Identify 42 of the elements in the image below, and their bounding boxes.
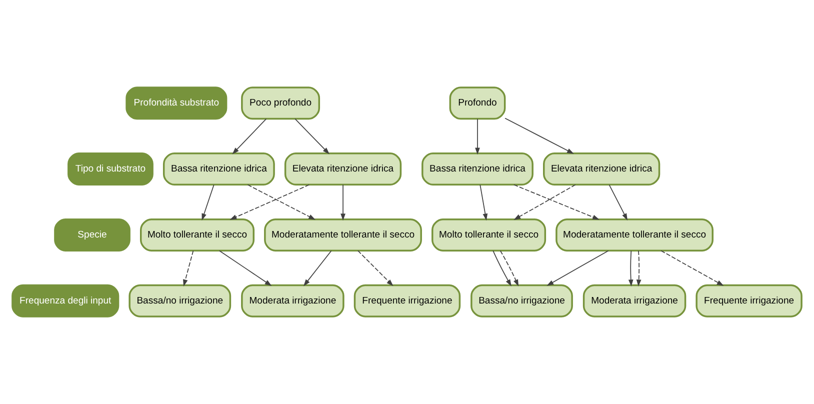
node-box: Bassa ritenzione idrica <box>422 152 534 186</box>
arrow <box>202 184 214 221</box>
node-box: Elevata ritenzione idrica <box>284 152 402 186</box>
arrow <box>636 250 642 287</box>
arrow <box>475 118 480 155</box>
node-box: Specie <box>54 218 130 252</box>
arrow <box>340 184 346 221</box>
arrow <box>660 250 724 286</box>
node-box: Elevata ritenzione idrica <box>543 152 660 186</box>
arrow <box>480 184 488 221</box>
node-box: Molto tollerante il secco <box>140 218 255 252</box>
node-box: Moderata irrigazione <box>241 284 344 318</box>
node-box: Molto tollerante il secco <box>432 218 546 252</box>
arrow <box>247 184 316 220</box>
node-box: Bassa/no irrigazione <box>470 284 573 318</box>
node-box: Bassa/no irrigazione <box>128 284 232 318</box>
arrow <box>230 184 310 220</box>
arrow <box>232 118 267 154</box>
arrow <box>183 250 194 286</box>
arrow <box>628 250 634 287</box>
arrow <box>546 250 609 286</box>
node-box: Poco profondo <box>241 86 320 120</box>
node-box: Profondo <box>449 86 506 120</box>
node-box: Tipo di substrato <box>68 152 154 186</box>
arrow <box>492 250 512 286</box>
arrow <box>294 118 330 154</box>
arrow <box>608 184 628 220</box>
node-box: Moderatamente tollerante il secco <box>264 218 422 252</box>
node-box: Moderatamente tollerante il secco <box>556 218 714 252</box>
node-box: Profondità substrato <box>126 86 228 120</box>
arrow <box>514 184 576 220</box>
node-box: Frequente irrigazione <box>354 284 461 318</box>
node-box: Frequenza degli input <box>12 284 120 318</box>
arrow <box>504 118 574 154</box>
arrow <box>500 250 519 286</box>
node-box: Bassa ritenzione idrica <box>162 152 275 186</box>
arrow <box>513 184 600 220</box>
node-box: Moderata irrigazione <box>582 284 686 318</box>
arrow <box>303 250 332 286</box>
arrow <box>218 250 272 286</box>
arrow <box>357 250 394 286</box>
node-box: Frequente irrigazione <box>696 284 802 318</box>
